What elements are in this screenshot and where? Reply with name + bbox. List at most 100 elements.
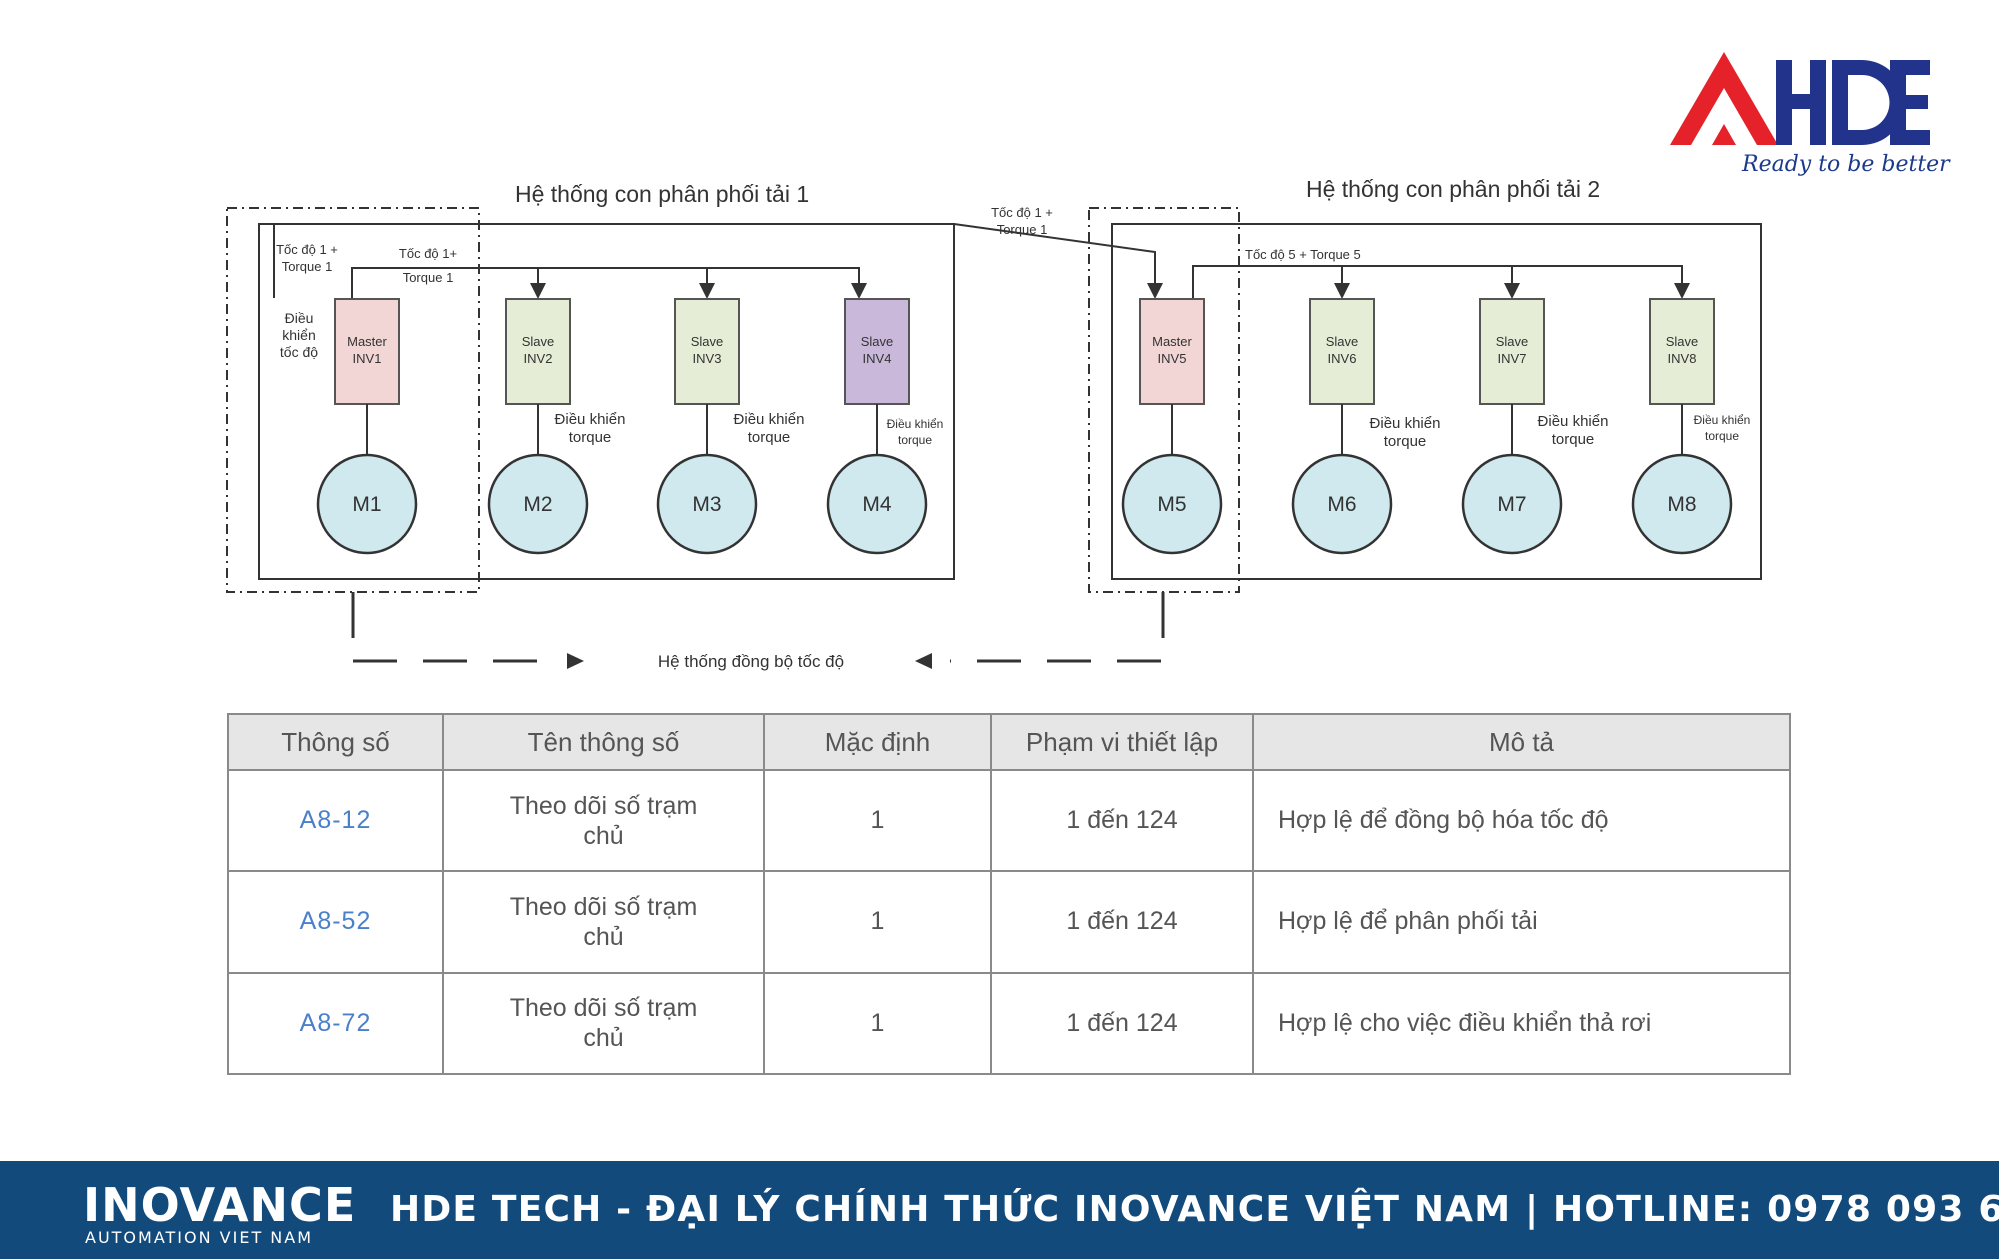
torque-control-label: Điều khiển (1538, 413, 1609, 430)
motor-circle (1461, 453, 1563, 555)
motor-m6: M6 (1291, 453, 1393, 555)
inverter-role: Slave (1326, 334, 1359, 349)
header-range: Phạm vi thiết lập (990, 713, 1254, 771)
inverter-name: INV7 (1498, 351, 1527, 366)
inverter-name: INV3 (693, 351, 722, 366)
inverter-name: INV2 (524, 351, 553, 366)
link-label: Tốc độ 1 + (991, 205, 1053, 220)
motor-circle (487, 453, 589, 555)
param-default: 1 (763, 870, 992, 974)
inverter-box (1309, 298, 1375, 405)
inovance-brand-sub: AUTOMATION VIET NAM (85, 1228, 314, 1247)
torque-control-label-2: torque (1552, 431, 1595, 448)
motor-circle (1631, 453, 1733, 555)
motor-label: M7 (1497, 493, 1526, 516)
sync-label: Hệ thống đồng bộ tốc độ (658, 652, 844, 671)
inverter-role: Slave (522, 334, 555, 349)
inverter-box (674, 298, 740, 405)
ref1a-label-2: Torque 1 (282, 259, 333, 274)
param-description: Hợp lệ cho việc điều khiển thả rơi (1252, 971, 1791, 1076)
motor-label: M2 (523, 493, 552, 516)
inverter-name: INV6 (1328, 351, 1357, 366)
inverter-name: INV4 (863, 351, 892, 366)
inverter-role: Slave (861, 334, 894, 349)
motor-m3: M3 (656, 453, 758, 555)
inverter-role: Slave (1666, 334, 1699, 349)
header-param-name: Tên thông số (442, 713, 765, 771)
param-range: 1 đến 124 (990, 870, 1254, 974)
header-description: Mô tả (1252, 713, 1791, 771)
torque-control-label: Điều khiển (887, 417, 944, 431)
speed-control-label-3: tốc độ (280, 344, 318, 360)
inverter-name: INV8 (1668, 351, 1697, 366)
motor-circle (1291, 453, 1393, 555)
subsystem2-title: Hệ thống con phân phối tải 2 (1306, 176, 1600, 202)
inverter-box (334, 298, 400, 405)
speed-control-label-2: khiển (282, 327, 315, 343)
header-param: Thông số (227, 713, 444, 771)
param-range: 1 đến 124 (990, 768, 1254, 873)
logo-h-right (1810, 60, 1826, 145)
ref5-label: Tốc độ 5 + Torque 5 (1245, 247, 1361, 262)
inverter-role: Master (347, 334, 387, 349)
sync-arrowhead-left (567, 653, 584, 669)
motor-label: M3 (692, 493, 721, 516)
inverter-role: Slave (1496, 334, 1529, 349)
motor-m5: M5 (1121, 453, 1223, 555)
torque-control-label: Điều khiển (1370, 415, 1441, 432)
param-code: A8-72 (227, 971, 444, 1076)
torque-control-label: Điều khiển (555, 411, 626, 428)
motor-m2: M2 (487, 453, 589, 555)
torque-control-label: Điều khiển (734, 411, 805, 428)
subsystem2-frame (1111, 223, 1762, 580)
inverter-box (1649, 298, 1715, 405)
param-description: Hợp lệ để đồng bộ hóa tốc độ (1252, 768, 1791, 873)
torque-control-label-2: torque (748, 429, 791, 446)
logo-tagline: Ready to be better (1742, 152, 1950, 177)
torque-control-label-2: torque (898, 433, 932, 447)
logo-triangle-inner (1712, 124, 1736, 145)
table-header-row: Thông số Tên thông số Mặc định Phạm vi t… (227, 713, 1791, 771)
torque-control-label-2: torque (569, 429, 612, 446)
motor-m7: M7 (1461, 453, 1563, 555)
ref1b-label: Tốc độ 1+ (399, 246, 457, 261)
torque-control-label: Điều khiển (1694, 413, 1751, 427)
param-code: A8-12 (227, 768, 444, 873)
link-label-2: Torque 1 (997, 222, 1048, 237)
footer-bar: INOVANCE AUTOMATION VIET NAM HDE TECH - … (0, 1161, 1999, 1259)
torque-control-label-2: torque (1705, 429, 1739, 443)
ref1a-label: Tốc độ 1 + (276, 242, 338, 257)
subsystem1-title: Hệ thống con phân phối tải 1 (515, 181, 809, 207)
param-default: 1 (763, 768, 992, 873)
param-description: Hợp lệ để phân phối tải (1252, 870, 1791, 974)
motor-label: M6 (1327, 493, 1356, 516)
inverter-name: INV5 (1158, 351, 1187, 366)
logo-triangle (1670, 52, 1778, 145)
ref-line-1 (351, 267, 867, 299)
motor-circle (826, 453, 928, 555)
inverter-name: INV1 (353, 351, 382, 366)
motor-m4: M4 (826, 453, 928, 555)
param-range: 1 đến 124 (990, 971, 1254, 1076)
ahde-logo (1670, 52, 1930, 145)
motor-label: M1 (352, 493, 381, 516)
inverter-role: Slave (691, 334, 724, 349)
inovance-brand: INOVANCE (83, 1178, 357, 1232)
speed-control-label: Điều (285, 310, 314, 326)
speed-sync-frame-1 (226, 207, 480, 593)
ref1b-label-2: Torque 1 (403, 270, 454, 285)
param-default: 1 (763, 971, 992, 1076)
motor-circle (1121, 453, 1223, 555)
sync-arrowhead-right (915, 653, 932, 669)
inverter-box (844, 298, 910, 405)
ref-line-5 (1192, 265, 1690, 299)
master-link-line (273, 223, 954, 298)
